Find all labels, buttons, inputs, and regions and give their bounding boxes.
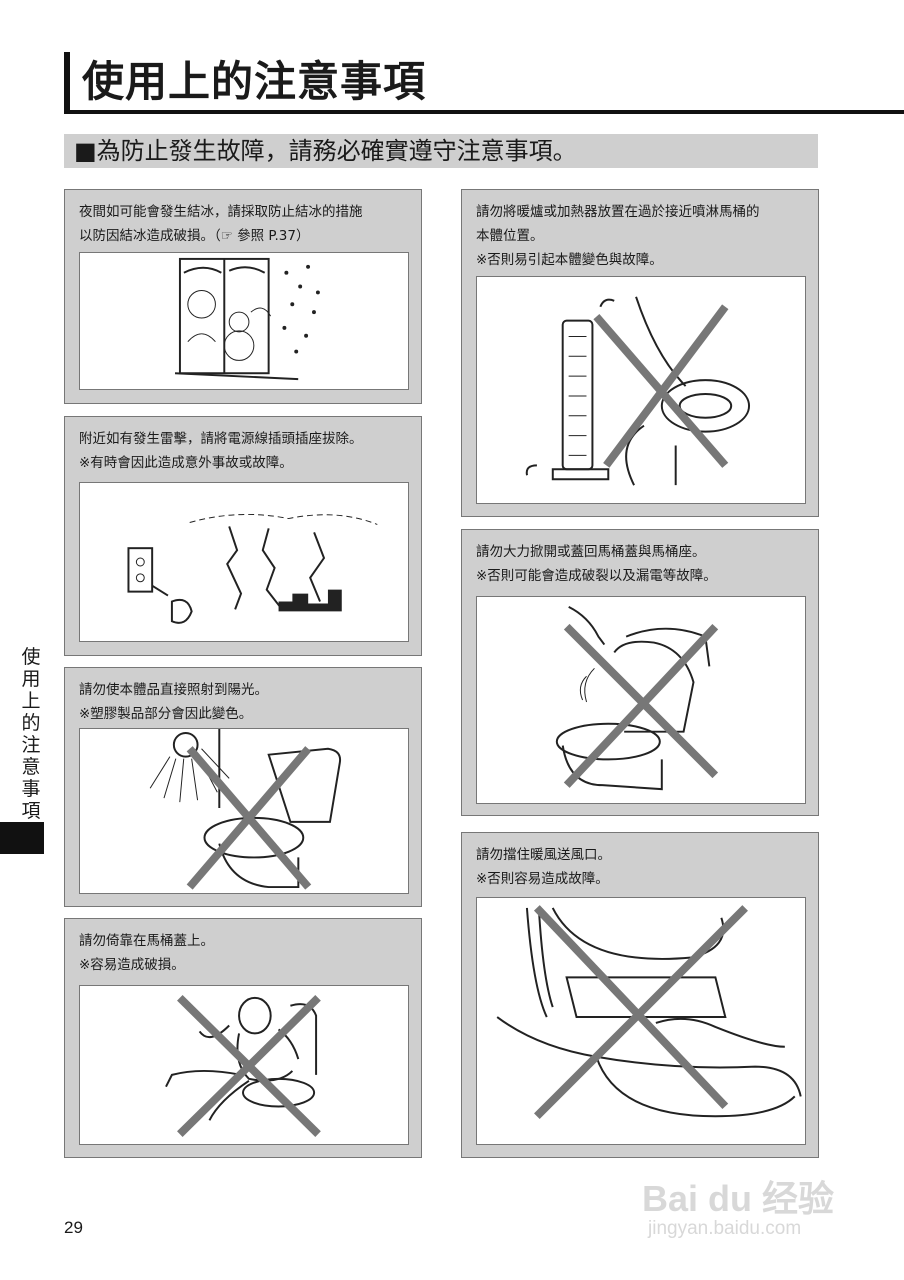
notice-text: 請勿將暖爐或加熱器放置在過於接近噴淋馬桶的 bbox=[476, 204, 760, 220]
illustration-heater-near-toilet bbox=[476, 276, 806, 504]
notice-heater: 請勿將暖爐或加熱器放置在過於接近噴淋馬桶的 本體位置。 ※否則易引起本體變色與故… bbox=[461, 189, 819, 517]
notice-text: ※有時會因此造成意外事故或故障。 bbox=[79, 455, 293, 471]
title-accent-bar bbox=[64, 52, 70, 112]
notice-lean-on-lid: 請勿倚靠在馬桶蓋上。 ※容易造成破損。 bbox=[64, 918, 422, 1158]
side-section-tab bbox=[0, 822, 44, 854]
notice-text: 本體位置。 bbox=[476, 228, 544, 244]
subtitle-band bbox=[64, 134, 818, 168]
notice-text: 請勿使本體品直接照射到陽光。 bbox=[79, 682, 268, 698]
notice-text: ※否則易引起本體變色與故障。 bbox=[476, 252, 663, 268]
notice-freeze: 夜間如可能會發生結冰，請採取防止結冰的措施 以防因結冰造成破損。（☞ 參照 P.… bbox=[64, 189, 422, 404]
notice-text: ※否則可能會造成破裂以及漏電等故障。 bbox=[476, 568, 717, 584]
notice-text: ※容易造成破損。 bbox=[79, 957, 185, 973]
illustration-unplug-lightning bbox=[79, 482, 409, 642]
illustration-sunlit-toilet bbox=[79, 728, 409, 894]
illustration-blocked-vent bbox=[476, 897, 806, 1145]
notice-block-vent: 請勿擋住暖風送風口。 ※否則容易造成故障。 bbox=[461, 832, 819, 1158]
notice-text: ※塑膠製品部分會因此變色。 bbox=[79, 706, 253, 722]
notice-lightning: 附近如有發生雷擊，請將電源線插頭插座拔除。 ※有時會因此造成意外事故或故障。 bbox=[64, 416, 422, 656]
notice-slam-lid: 請勿大力掀開或蓋回馬桶蓋與馬桶座。 ※否則可能會造成破裂以及漏電等故障。 bbox=[461, 529, 819, 816]
page-number: 29 bbox=[64, 1218, 83, 1237]
notice-text: 附近如有發生雷擊，請將電源線插頭插座拔除。 bbox=[79, 431, 363, 447]
baidu-watermark: Bai du 经验 jingyan.baidu.com bbox=[642, 1150, 872, 1250]
notice-text: 請勿大力掀開或蓋回馬桶蓋與馬桶座。 bbox=[476, 544, 706, 560]
watermark-logo: Bai du 经验 bbox=[642, 1178, 835, 1219]
watermark-url: jingyan.baidu.com bbox=[648, 1218, 802, 1239]
title-underline bbox=[64, 110, 904, 114]
notice-text: 請勿倚靠在馬桶蓋上。 bbox=[79, 933, 214, 949]
notice-text: ※否則容易造成故障。 bbox=[476, 871, 609, 887]
side-section-label: 使用上的注意事項 bbox=[21, 646, 41, 822]
illustration-slamming-lid bbox=[476, 596, 806, 804]
page-title: 使用上的注意事項 bbox=[82, 57, 427, 106]
illustration-frozen-window bbox=[79, 252, 409, 390]
notice-text: 請勿擋住暖風送風口。 bbox=[476, 847, 611, 863]
page-subtitle: ■為防止發生故障，請務必確實遵守注意事項。 bbox=[74, 137, 577, 165]
notice-text: 夜間如可能會發生結冰，請採取防止結冰的措施 bbox=[79, 204, 363, 220]
notice-text: 以防因結冰造成破損。（☞ 參照 P.37） bbox=[79, 228, 310, 244]
notice-sunlight: 請勿使本體品直接照射到陽光。 ※塑膠製品部分會因此變色。 bbox=[64, 667, 422, 907]
illustration-child-leaning bbox=[79, 985, 409, 1145]
